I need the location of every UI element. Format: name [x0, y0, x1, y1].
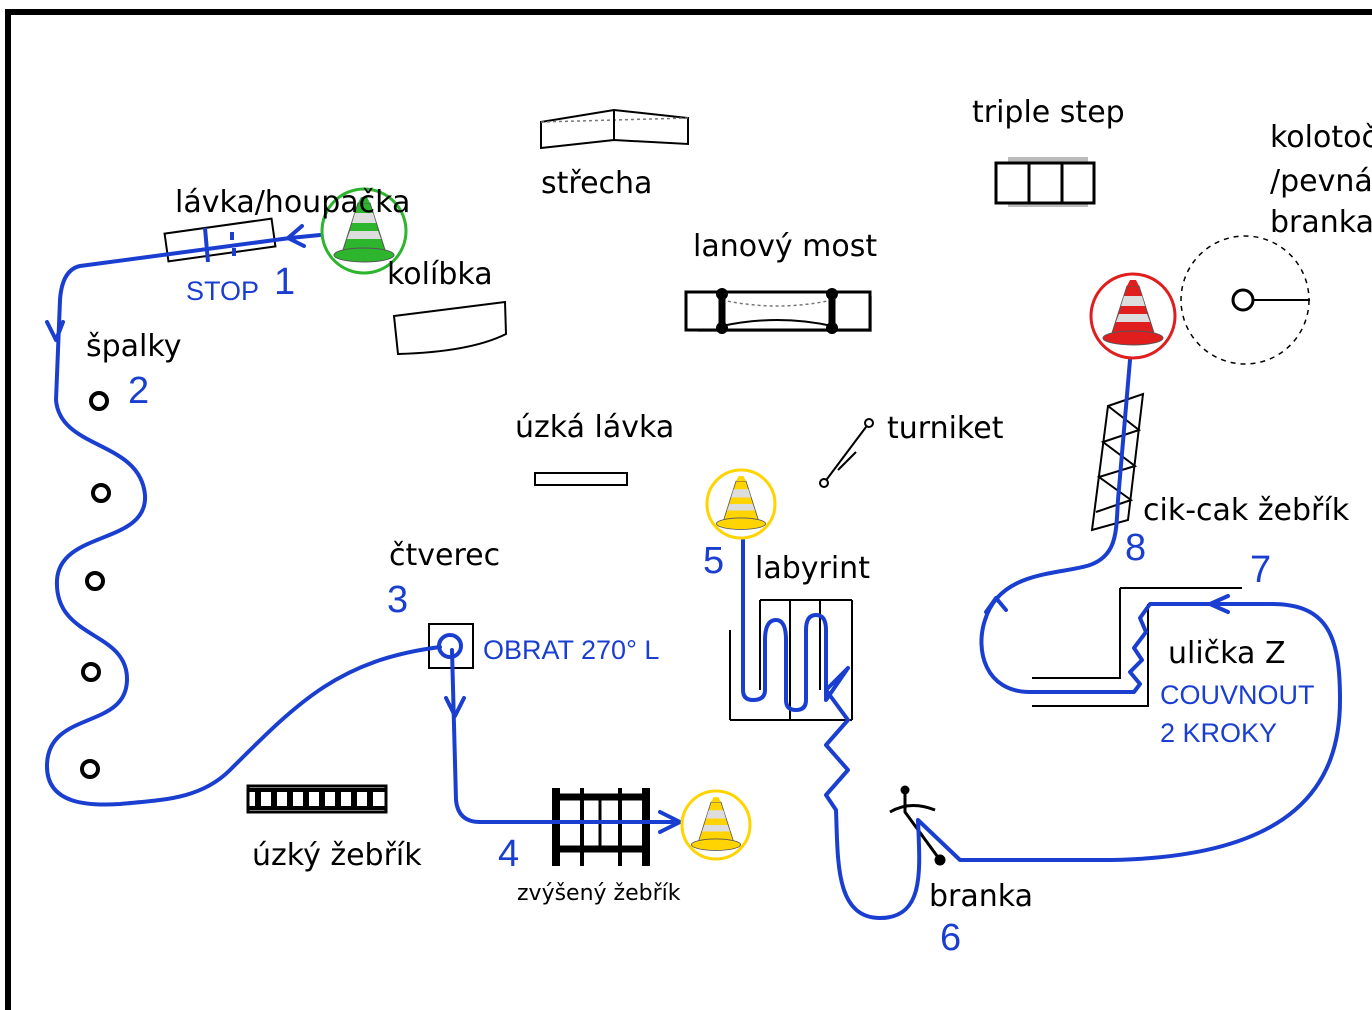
- cone-4: [680, 789, 752, 861]
- label-kolotoc-2: /pevná: [1270, 164, 1372, 199]
- label-uzka-lavka: úzká lávka: [515, 410, 674, 445]
- label-kolibka: kolíbka: [387, 257, 493, 292]
- label-labyrint: labyrint: [755, 551, 870, 586]
- branka-obstacle: [889, 785, 946, 866]
- zvyseny-zebrik-obstacle: [552, 788, 650, 866]
- triple-step-obstacle: [994, 157, 1096, 207]
- note-couvnout-2: 2 KROKY: [1160, 718, 1277, 748]
- label-strecha: střecha: [541, 166, 652, 201]
- step-number-7: 7: [1250, 549, 1271, 591]
- uzky-zebrik-obstacle: [246, 784, 388, 814]
- course-border: [5, 9, 1372, 1010]
- step-number-6: 6: [940, 917, 961, 959]
- uzka-lavka-obstacle: [534, 472, 628, 486]
- step-number-3: 3: [387, 579, 408, 621]
- step-number-5: 5: [703, 540, 724, 582]
- lavka-obstacle: [163, 217, 277, 263]
- label-triple-step: triple step: [972, 95, 1125, 130]
- label-kolotoc-3: branka: [1270, 205, 1372, 240]
- cik-cak-zebrik-obstacle: [1090, 392, 1145, 532]
- kolotoc-obstacle: [1180, 235, 1310, 365]
- start-cone: [320, 187, 408, 275]
- step-number-1: 1: [274, 261, 295, 303]
- label-lanovy-most: lanový most: [693, 229, 877, 264]
- label-branka: branka: [929, 879, 1033, 914]
- label-lavka: lávka/houpačka: [175, 185, 410, 220]
- label-ulicka-z: ulička Z: [1168, 636, 1286, 671]
- kolibka-obstacle: [392, 300, 508, 356]
- lanovy-most-obstacle: [684, 288, 872, 334]
- step-number-4: 4: [498, 833, 519, 875]
- label-spalky: špalky: [86, 329, 181, 364]
- course-path: [44, 224, 1342, 920]
- strecha-obstacle: [540, 108, 689, 150]
- note-obrat: OBRAT 270° L: [483, 635, 659, 665]
- turniket-obstacle: [819, 418, 874, 488]
- note-couvnout: COUVNOUT: [1160, 680, 1315, 710]
- spalky-obstacle: [80, 391, 111, 779]
- label-cik-cak: cik-cak žebřík: [1143, 493, 1350, 528]
- step-number-2: 2: [128, 370, 149, 412]
- label-uzky-zebrik: úzký žebřík: [252, 838, 422, 873]
- finish-cone: [1089, 272, 1177, 360]
- step-number-8: 8: [1125, 527, 1146, 569]
- label-ctverec: čtverec: [389, 538, 500, 573]
- label-turniket: turniket: [887, 411, 1004, 446]
- labyrint-obstacle: [729, 599, 853, 721]
- cone-5: [705, 468, 777, 540]
- label-kolotoc: kolotoč: [1270, 120, 1372, 155]
- note-stop: STOP: [186, 276, 259, 306]
- label-zvyseny-zebrik: zvýšený žebřík: [517, 881, 681, 906]
